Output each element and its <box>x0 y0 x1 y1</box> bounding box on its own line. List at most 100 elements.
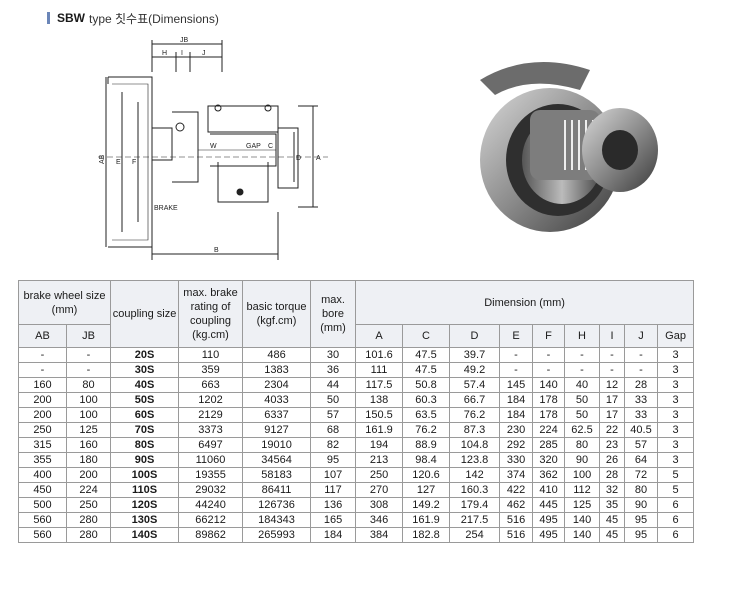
table-cell: 200 <box>65 467 112 483</box>
label-b: B <box>214 247 219 254</box>
table-cell: 160 <box>65 437 112 453</box>
table-cell: 6337 <box>242 407 312 423</box>
table-cell: 250 <box>65 497 112 513</box>
table-cell: 516 <box>499 527 534 543</box>
table-cell: 123.8 <box>449 452 501 468</box>
table-cell: 161.9 <box>355 422 404 438</box>
table-cell: 150.5 <box>355 407 404 423</box>
table-cell: 50.8 <box>402 377 451 393</box>
coupling-size-cell: 130S <box>110 512 180 528</box>
table-cell: 142 <box>449 467 501 483</box>
table-cell: 12 <box>599 377 626 393</box>
label-w: W <box>210 143 217 150</box>
coupling-photo <box>480 62 658 232</box>
coupling-size-cell: 100S <box>110 467 180 483</box>
table-cell: 4033 <box>242 392 312 408</box>
table-cell: 28 <box>599 467 626 483</box>
table-cell: 560 <box>18 512 67 528</box>
table-cell: 35 <box>599 497 626 513</box>
table-cell: 516 <box>499 512 534 528</box>
table-cell: 270 <box>355 482 404 498</box>
header-i: I <box>599 324 626 348</box>
table-cell: - <box>624 362 659 378</box>
table-cell: 3 <box>657 362 695 378</box>
table-cell: 23 <box>599 437 626 453</box>
coupling-size-cell: 70S <box>110 422 180 438</box>
table-cell: 44240 <box>178 497 244 513</box>
table-cell: 362 <box>532 467 566 483</box>
table-cell: 2129 <box>178 407 244 423</box>
table-cell: 355 <box>18 452 67 468</box>
header-d: D <box>449 324 501 348</box>
label-c: C <box>268 143 273 150</box>
table-cell: 100 <box>65 407 112 423</box>
table-cell: 76.2 <box>402 422 451 438</box>
table-cell: 145 <box>499 377 534 393</box>
table-cell: 250 <box>355 467 404 483</box>
table-cell: 49.2 <box>449 362 501 378</box>
table-cell: 161.9 <box>402 512 451 528</box>
table-cell: 57 <box>624 437 659 453</box>
table-cell: 100 <box>564 467 601 483</box>
table-cell: 11060 <box>178 452 244 468</box>
table-cell: 95 <box>310 452 357 468</box>
table-cell: 308 <box>355 497 404 513</box>
table-cell: 320 <box>532 452 566 468</box>
table-cell: 80 <box>624 482 659 498</box>
table-cell: - <box>499 362 534 378</box>
header-dimension: Dimension (mm) <box>355 280 695 325</box>
table-cell: 178 <box>532 392 566 408</box>
table-cell: 136 <box>310 497 357 513</box>
table-cell: 5 <box>657 467 695 483</box>
label-gap: GAP <box>246 143 261 150</box>
table-cell: - <box>532 362 566 378</box>
table-cell: 6 <box>657 527 695 543</box>
coupling-size-cell: 140S <box>110 527 180 543</box>
dimension-drawing: JB H I J W GAP C AB E F D A BRAKE B <box>98 37 328 260</box>
table-cell: - <box>532 347 566 363</box>
table-cell: 86411 <box>242 482 312 498</box>
table-cell: 62.5 <box>564 422 601 438</box>
table-cell: 422 <box>499 482 534 498</box>
table-cell: 44 <box>310 377 357 393</box>
table-cell: 3 <box>657 437 695 453</box>
table-cell: 64 <box>624 452 659 468</box>
header-ab: AB <box>18 324 67 348</box>
table-cell: 1383 <box>242 362 312 378</box>
table-cell: 63.5 <box>402 407 451 423</box>
table-cell: 111 <box>355 362 404 378</box>
table-cell: 32 <box>599 482 626 498</box>
table-cell: 250 <box>18 422 67 438</box>
table-cell: 2304 <box>242 377 312 393</box>
table-cell: 280 <box>65 512 112 528</box>
table-cell: 140 <box>532 377 566 393</box>
table-cell: 495 <box>532 512 566 528</box>
table-cell: 39.7 <box>449 347 501 363</box>
coupling-size-cell: 20S <box>110 347 180 363</box>
table-cell: 19010 <box>242 437 312 453</box>
header-max-brake: max. brake rating of coupling (kg.cm) <box>178 280 244 348</box>
table-cell: 89862 <box>178 527 244 543</box>
table-cell: 140 <box>564 512 601 528</box>
coupling-size-cell: 110S <box>110 482 180 498</box>
table-cell: 82 <box>310 437 357 453</box>
coupling-size-cell: 60S <box>110 407 180 423</box>
table-cell: 50 <box>310 392 357 408</box>
label-d: D <box>296 155 301 162</box>
header-j: J <box>624 324 659 348</box>
table-cell: 200 <box>18 392 67 408</box>
table-cell: 95 <box>624 512 659 528</box>
table-cell: 384 <box>355 527 404 543</box>
title-marker <box>47 12 50 24</box>
table-cell: 30 <box>310 347 357 363</box>
header-basic-torque: basic torque (kgf.cm) <box>242 280 312 348</box>
table-cell: 346 <box>355 512 404 528</box>
table-cell: 33 <box>624 392 659 408</box>
header-coupling-size: coupling size <box>110 280 180 348</box>
table-cell: 165 <box>310 512 357 528</box>
table-cell: 445 <box>532 497 566 513</box>
table-cell: 3 <box>657 377 695 393</box>
table-cell: 60.3 <box>402 392 451 408</box>
table-cell: 17 <box>599 392 626 408</box>
